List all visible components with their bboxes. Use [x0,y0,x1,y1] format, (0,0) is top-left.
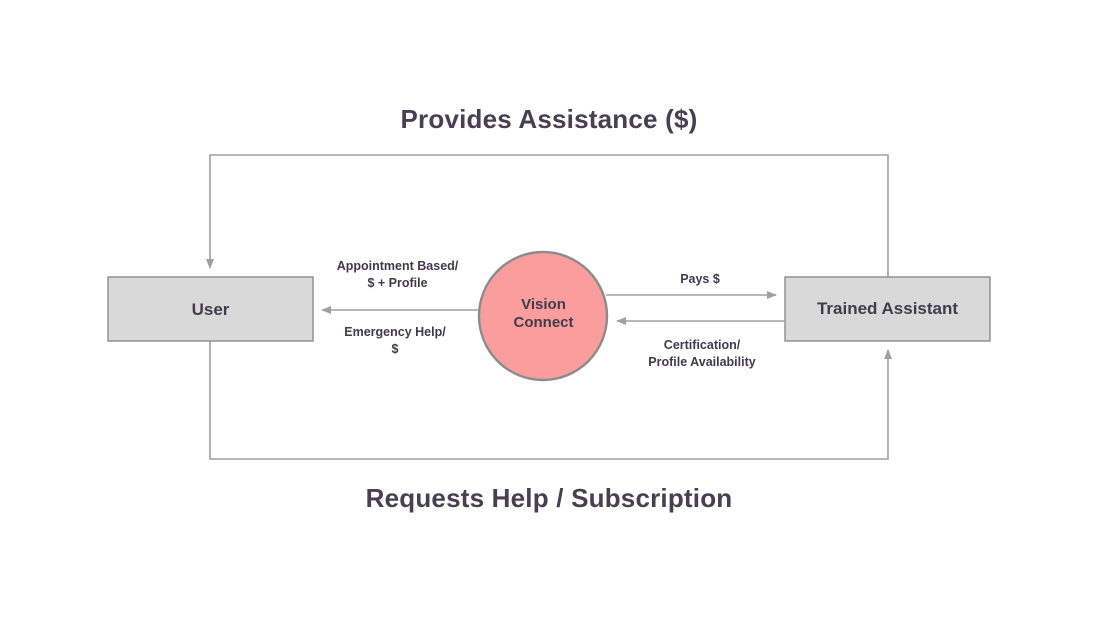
diagram-title-bottom: Requests Help / Subscription [365,483,733,513]
process-vision-connect[interactable] [477,250,609,382]
flow-requests-help-line [209,341,892,460]
flow-requests-help [209,341,892,460]
diagram-title-top: Provides Assistance ($) [400,104,698,134]
entity-user[interactable] [107,276,314,342]
entity-trained-assistant[interactable] [784,276,991,342]
flow-provides-assistance [206,154,889,277]
flow-provides-assistance-line [206,154,889,277]
